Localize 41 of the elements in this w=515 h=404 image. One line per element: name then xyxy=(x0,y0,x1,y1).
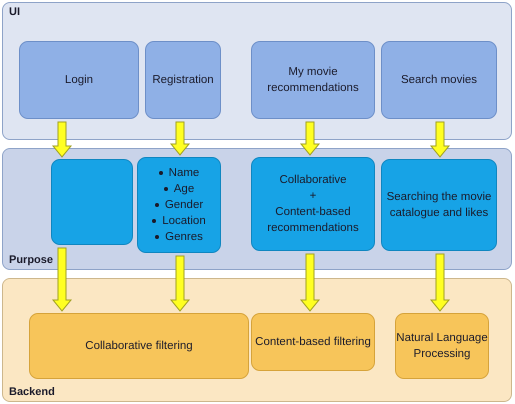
ui-box xyxy=(251,41,375,119)
block-arrow xyxy=(170,256,190,312)
box-text: Searching the movie catalogue and likes xyxy=(386,191,492,219)
section-label: UI xyxy=(9,6,20,18)
section-label: Backend xyxy=(9,386,55,398)
ui-box xyxy=(145,41,221,119)
ui-box xyxy=(19,41,139,119)
list-item: Name xyxy=(168,166,200,181)
block-arrow xyxy=(170,122,190,156)
section-band xyxy=(2,148,512,270)
box-text: + xyxy=(310,190,316,202)
box-text: Collaborative xyxy=(279,174,347,186)
box-text: Collaborative filtering xyxy=(85,340,193,352)
purpose-box xyxy=(137,157,221,253)
section-band xyxy=(2,2,512,140)
block-arrow xyxy=(52,122,72,158)
purpose-box xyxy=(251,157,375,251)
block-arrow xyxy=(300,254,320,312)
list-item: Gender xyxy=(164,198,204,213)
backend-box xyxy=(29,313,249,379)
list-item: Location xyxy=(162,214,206,229)
block-arrow xyxy=(430,254,450,312)
backend-box xyxy=(395,313,489,379)
list-item: Age xyxy=(174,182,194,197)
block-arrow xyxy=(300,122,320,156)
block-arrow xyxy=(52,248,72,312)
box-text: Search movies xyxy=(400,74,478,86)
backend-box xyxy=(251,313,375,371)
box-text: Natural Language Processing xyxy=(396,332,488,360)
box-text: My movie recommendations xyxy=(267,66,359,94)
box-text: Login xyxy=(64,74,94,86)
section-band xyxy=(2,278,512,402)
list-item: Genres xyxy=(165,230,203,245)
box-text: Content-based recommendations xyxy=(267,206,359,234)
purpose-box xyxy=(51,159,133,245)
purpose-box xyxy=(381,159,497,251)
section-label: Purpose xyxy=(9,254,54,266)
box-text: Content-based filtering xyxy=(255,336,371,348)
ui-box xyxy=(381,41,497,119)
block-arrow xyxy=(430,122,450,158)
box-text: Registration xyxy=(152,74,214,86)
